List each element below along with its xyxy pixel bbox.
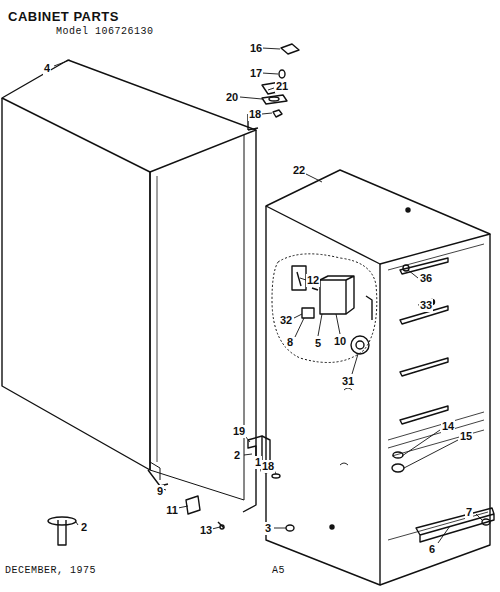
callout-number: 12 [306,274,320,287]
callout-number: 21 [275,80,289,93]
callout-number: 22 [292,164,306,177]
callout-number: 8 [286,336,294,349]
callout-number: 18 [261,460,275,473]
leveling-leg [48,470,224,545]
top-hinge [248,44,299,130]
callout-number: 18 [248,108,262,121]
leader-lines [54,48,482,543]
callout-number: 5 [314,337,322,350]
diagram-note: A5 [272,566,285,576]
callout-number: 2 [80,521,88,534]
callout-number: 6 [428,543,436,556]
lower-hinge [248,436,280,478]
callout-number: 7 [465,506,473,519]
diagram-note: Model 106726130 [56,27,154,37]
callout-number: 19 [232,425,246,438]
callout-number: 17 [249,67,263,80]
callout-number: 9 [156,485,164,498]
callout-number: 14 [441,420,455,433]
callout-number: 10 [333,335,347,348]
hardware [286,508,494,542]
callout-number: 11 [165,504,179,517]
liner [266,170,490,585]
callout-number: 16 [249,42,263,55]
callout-number: 13 [199,524,213,537]
callout-number: 4 [43,62,51,75]
callout-number: 2 [233,449,241,462]
callout-number: 3 [264,522,272,535]
diagram-note: DECEMBER, 1975 [5,566,96,576]
callout-number: 20 [225,91,239,104]
control-cutaway [272,254,377,363]
outer-shell [2,60,256,512]
callout-number: 15 [459,430,473,443]
callout-number: 31 [341,375,355,388]
callout-number: 32 [279,314,293,327]
callout-number: 33 [419,299,433,312]
diagram-title: CABINET PARTS [8,10,119,23]
callout-number: 36 [419,272,433,285]
